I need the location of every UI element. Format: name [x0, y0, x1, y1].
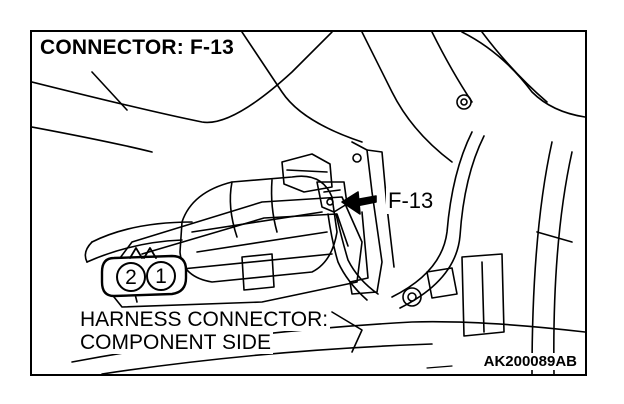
figure-code: AK200089AB — [481, 353, 579, 370]
harness-caption-line-1: HARNESS CONNECTOR: — [78, 308, 331, 331]
harness-caption-line-2: COMPONENT SIDE — [78, 331, 273, 354]
diagram-frame: 2 1 CONNECTOR: F-13 F-13 HARNESS CONNECT… — [30, 30, 587, 376]
diagram-title: CONNECTOR: F-13 — [38, 36, 238, 61]
pin-1-circle — [146, 261, 176, 291]
connector-callout-label: F-13 — [386, 188, 436, 214]
pin-2-label: 2 — [125, 266, 137, 289]
harness-connector-caption: HARNESS CONNECTOR: COMPONENT SIDE — [78, 308, 331, 354]
engine-bay-drawing: 2 1 — [32, 32, 585, 374]
pin-1-label: 1 — [155, 265, 167, 288]
pin-2-circle — [116, 262, 146, 292]
harness-connector-face: 2 1 — [100, 247, 188, 298]
